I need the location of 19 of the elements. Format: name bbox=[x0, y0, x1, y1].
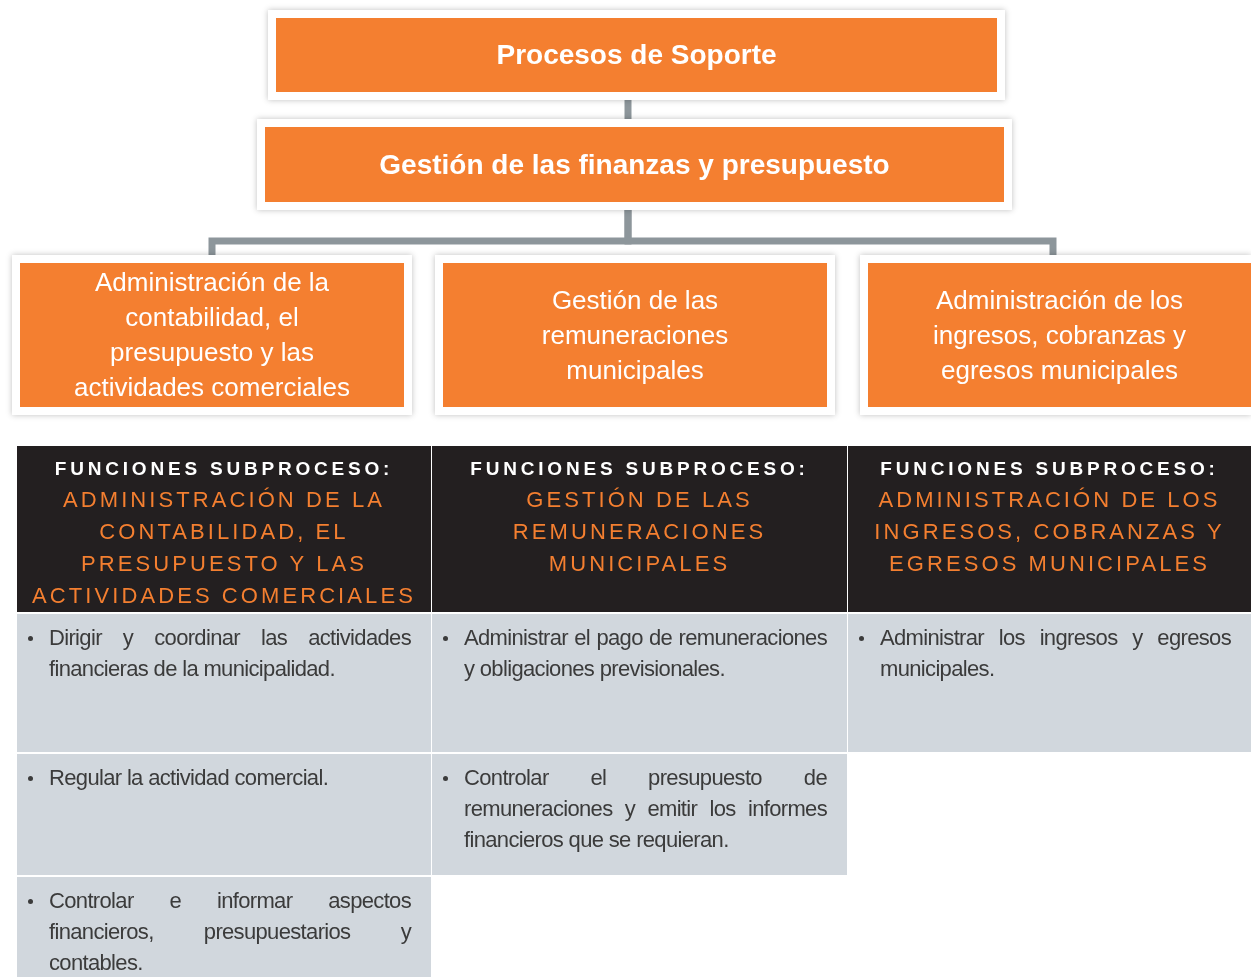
header-subtitle: ADMINISTRACIÓN DE LA CONTABILIDAD, EL PRESUPUESTO Y LAS ACTIVIDADES COMERCIALES bbox=[31, 486, 417, 610]
function-item: Controlar e informar aspectos financieros, presupuestarios y contables. bbox=[49, 887, 411, 977]
function-item: Controlar el presupuesto de remuneraciones y emitir los informes financieros que se requieran. bbox=[464, 764, 827, 854]
connector-line bbox=[624, 100, 632, 119]
function-item: Administrar el pago de remuneraciones y obligaciones previsionales. bbox=[464, 624, 827, 683]
header-title: FUNCIONES SUBPROCESO: bbox=[470, 457, 809, 481]
header-title: FUNCIONES SUBPROCESO: bbox=[880, 457, 1219, 481]
header-title: FUNCIONES SUBPROCESO: bbox=[54, 457, 394, 481]
process-title: Procesos de Soporte bbox=[495, 38, 778, 72]
subprocess-title: Administración de la contabilidad, el presupuesto y las actividades comerciales bbox=[73, 266, 351, 404]
process-title: Gestión de las finanzas y presupuesto bbox=[378, 147, 891, 182]
function-item: Regular la actividad comercial. bbox=[49, 764, 330, 792]
subprocess-title: Administración de los ingresos, cobranzas y egresos municipales bbox=[932, 283, 1187, 387]
subprocess-title: Gestión de las remuneraciones municipales bbox=[540, 283, 730, 387]
connector-line bbox=[624, 210, 1057, 255]
header-subtitle: ADMINISTRACIÓN DE LOS INGRESOS, COBRANZAS Y EGRESOS MUNICIPALES bbox=[873, 486, 1226, 578]
function-item: Dirigir y coordinar las actividades financieras de la municipalidad. bbox=[49, 624, 411, 683]
function-item: Administrar los ingresos y egresos municipales. bbox=[880, 624, 1231, 683]
header-subtitle: GESTIÓN DE LAS REMUNERACIONES MUNICIPALES bbox=[511, 486, 768, 578]
